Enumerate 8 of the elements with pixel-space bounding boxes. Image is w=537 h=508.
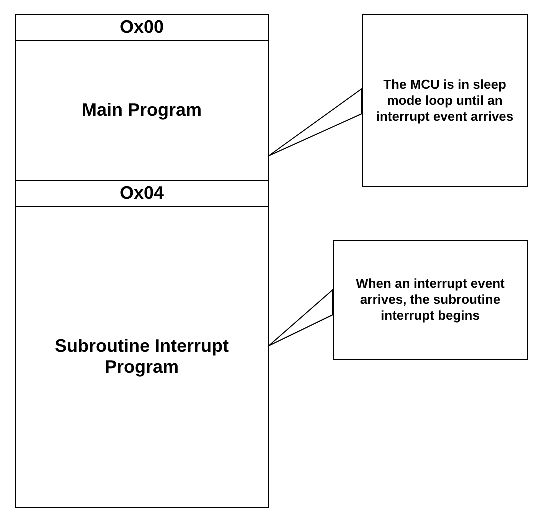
- block-label: Main Program: [82, 100, 202, 121]
- callout-pointer: [268, 288, 334, 346]
- callout-text: The MCU is in sleep mode loop until an interrupt event arrives: [375, 76, 515, 124]
- callout-pointer: [268, 88, 362, 156]
- block-label: Subroutine Interrupt Program: [54, 336, 230, 378]
- memory-address: Ox00: [120, 17, 164, 38]
- memory-address: Ox04: [120, 183, 164, 204]
- callout-text: When an interrupt event arrives, the subroutine interrupt begins: [355, 276, 506, 324]
